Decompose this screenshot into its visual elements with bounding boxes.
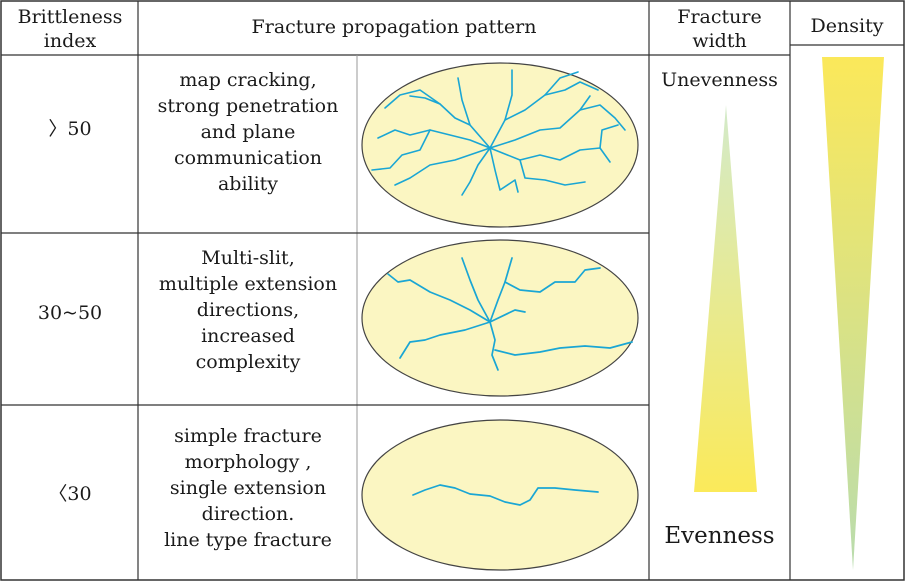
width-top-label: Unevenness: [661, 69, 778, 91]
header-fracture-pattern: Fracture propagation pattern: [251, 16, 537, 38]
width-gradient-triangle: [694, 105, 757, 492]
ellipse-row-3: [361, 419, 639, 571]
density-gradient-triangle: [822, 57, 884, 570]
header-density: Density: [810, 15, 884, 37]
row-3-index: 〈30: [48, 483, 92, 505]
header-fracture-width: Fracture width: [677, 6, 762, 52]
row-1-description: map cracking, strong penetration and pla…: [157, 69, 339, 195]
row-1-index: 〉50: [48, 118, 92, 140]
fractures-row-2: [387, 257, 633, 371]
fractures-row-3: [412, 484, 599, 506]
row-2-index: 30~50: [37, 302, 103, 324]
row-3-description: simple fracture morphology , single exte…: [164, 425, 332, 551]
header-brittleness-index: Brittleness index: [17, 6, 123, 52]
width-bottom-label: Evenness: [664, 523, 775, 549]
fractures-row-1: [371, 69, 626, 196]
row-2-description: Multi-slit, multiple extension direction…: [158, 247, 338, 373]
